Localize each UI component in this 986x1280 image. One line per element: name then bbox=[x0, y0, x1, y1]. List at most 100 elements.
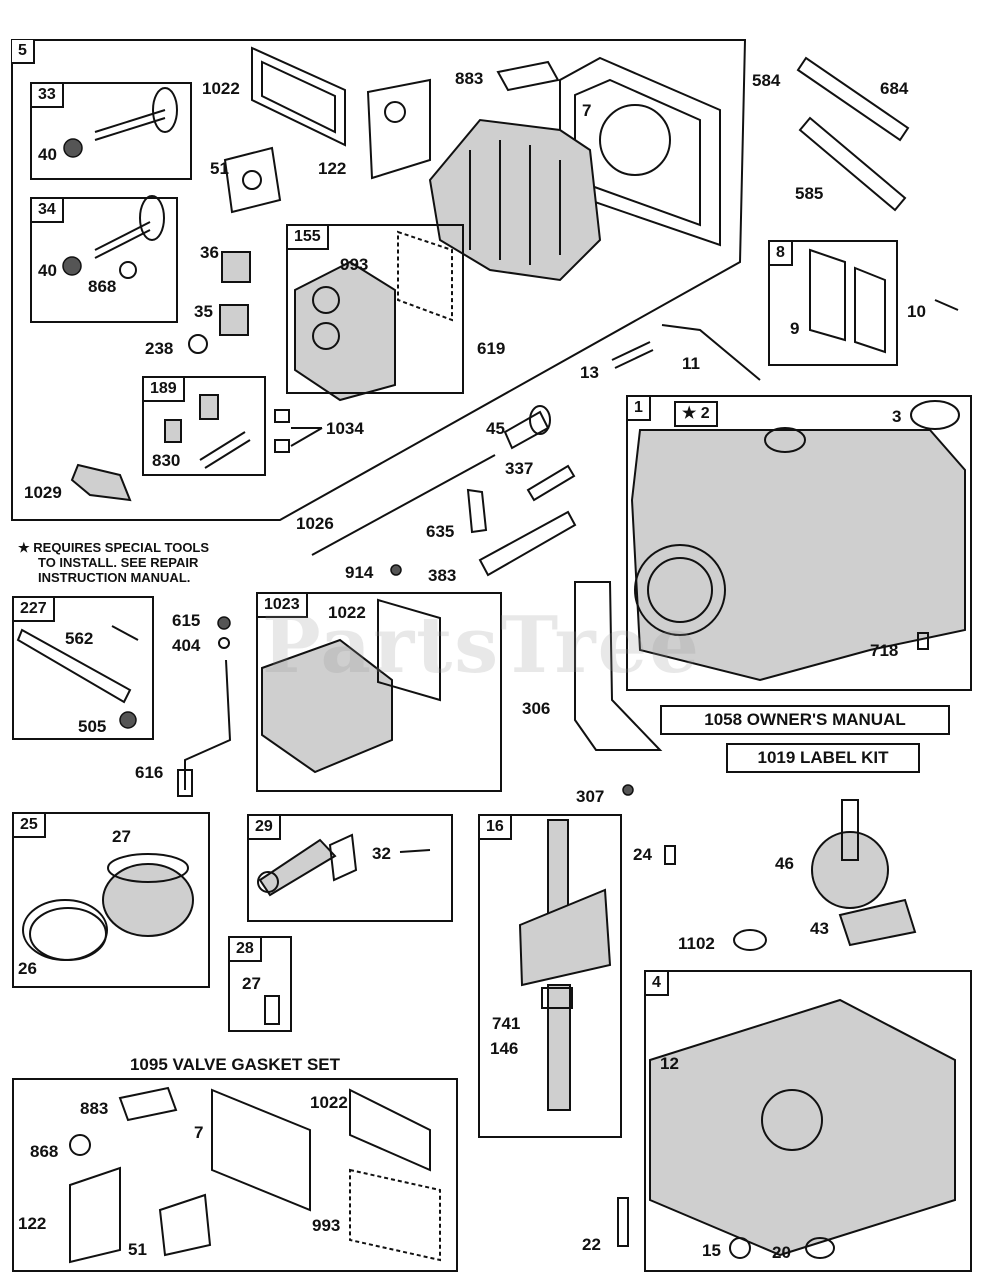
part-label: 1022 bbox=[310, 1093, 348, 1112]
box-155-tag: 155 bbox=[288, 226, 329, 250]
part-label: 122 bbox=[18, 1214, 47, 1233]
part-label: 26 bbox=[18, 959, 37, 978]
box-1-tag: 1 bbox=[628, 397, 651, 421]
part-label: 883 bbox=[80, 1099, 109, 1118]
part-label: 36 bbox=[200, 243, 219, 262]
rocker-arm-189-icon bbox=[199, 431, 251, 469]
rocker-585-icon bbox=[798, 116, 907, 212]
box-34-tag: 34 bbox=[32, 199, 64, 223]
breather-cover-icon bbox=[854, 266, 886, 354]
part-label: 43 bbox=[810, 919, 829, 938]
watermark: PartsTree bbox=[262, 600, 701, 691]
part-label: 51 bbox=[128, 1240, 147, 1259]
part-label: 45 bbox=[486, 419, 505, 438]
compression-release-icon bbox=[838, 898, 917, 947]
part-label: 1026 bbox=[296, 514, 334, 533]
special-tools-note: ★ REQUIRES SPECIAL TOOLS TO INSTALL. SEE… bbox=[18, 540, 209, 585]
part-label: 883 bbox=[455, 69, 484, 88]
head-gasket-7-icon bbox=[559, 56, 721, 247]
part-label: 146 bbox=[490, 1039, 519, 1058]
part-label: 562 bbox=[65, 629, 94, 648]
box-25: 25 bbox=[12, 812, 210, 988]
cam-gear-icon bbox=[811, 831, 889, 909]
box-189-tag: 189 bbox=[144, 378, 185, 402]
spring-36-icon bbox=[221, 251, 251, 283]
part-label: 741 bbox=[492, 1014, 521, 1033]
box-5-tag: 5 bbox=[12, 40, 35, 64]
part-label: 585 bbox=[795, 184, 824, 203]
box-189: 189 bbox=[142, 376, 266, 476]
part-label: 7 bbox=[582, 101, 592, 120]
part-label: 46 bbox=[775, 854, 794, 873]
part-label: 383 bbox=[428, 566, 457, 585]
bracket-306-icon bbox=[574, 581, 663, 751]
box-4: 4 bbox=[644, 970, 972, 1272]
box-33-tag: 33 bbox=[32, 84, 64, 108]
box-2-star-tag: ★ 2 bbox=[674, 401, 718, 427]
box-8: 8 bbox=[768, 240, 898, 366]
part-label: 830 bbox=[152, 451, 181, 470]
owners-manual-banner: 1058 OWNER'S MANUAL bbox=[660, 705, 950, 735]
part-label: 122 bbox=[318, 159, 347, 178]
spring-35-icon bbox=[219, 304, 249, 336]
part-label: 307 bbox=[576, 787, 605, 806]
box-4-tag: 4 bbox=[646, 972, 669, 996]
crankcase-cover-icon bbox=[649, 998, 956, 1257]
part-label: 868 bbox=[30, 1142, 59, 1161]
part-label: 1034 bbox=[326, 419, 364, 438]
part-label: 7 bbox=[194, 1123, 204, 1142]
box-227: 227 bbox=[12, 596, 154, 740]
group-5-outline bbox=[11, 39, 747, 521]
note-line-1: ★ REQUIRES SPECIAL TOOLS bbox=[18, 540, 210, 555]
box-33: 33 bbox=[30, 82, 192, 180]
breather-plate-icon bbox=[294, 260, 396, 402]
rocker-584-icon bbox=[796, 56, 910, 142]
gasket-883-icon bbox=[496, 60, 560, 92]
part-label: 20 bbox=[772, 1243, 791, 1262]
box-25-tag: 25 bbox=[14, 814, 46, 838]
part-label: 1022 bbox=[328, 603, 366, 622]
box-1023: 1023 bbox=[256, 592, 502, 792]
part-label: 584 bbox=[752, 71, 781, 90]
box-28: 28 bbox=[228, 936, 292, 1032]
bolt-13-icon bbox=[611, 341, 654, 369]
part-label: 684 bbox=[880, 79, 909, 98]
oil-seal-icon bbox=[733, 929, 767, 951]
part-label: 238 bbox=[145, 339, 174, 358]
box-16: 16 bbox=[478, 814, 622, 1138]
gasket-set-883-icon bbox=[118, 1086, 178, 1122]
box-34: 34 bbox=[30, 197, 178, 323]
part-label: 914 bbox=[345, 563, 374, 582]
valve-gasket-set-banner: 1095 VALVE GASKET SET bbox=[12, 1052, 458, 1080]
part-label: 993 bbox=[312, 1216, 341, 1235]
part-label: 306 bbox=[522, 699, 551, 718]
piston-pin-icon bbox=[264, 995, 280, 1025]
piston-icon bbox=[102, 863, 194, 937]
box-16-tag: 16 bbox=[480, 816, 512, 840]
box-29: 29 bbox=[247, 814, 453, 922]
part-label: 1029 bbox=[24, 483, 62, 502]
cylinder-head-icon bbox=[428, 118, 602, 282]
breather-tube-icon bbox=[661, 324, 761, 381]
part-label: 40 bbox=[38, 145, 57, 164]
part-label: 9 bbox=[790, 319, 800, 338]
part-label: 337 bbox=[505, 459, 534, 478]
valve-cover-gasket-icon bbox=[251, 46, 346, 147]
part-label: 27 bbox=[242, 974, 261, 993]
part-label: 718 bbox=[870, 641, 899, 660]
part-label: 15 bbox=[702, 1241, 721, 1260]
part-label: 615 bbox=[172, 611, 201, 630]
shroud-1029-icon bbox=[70, 463, 132, 502]
part-label: 22 bbox=[582, 1235, 601, 1254]
part-label: 32 bbox=[372, 844, 391, 863]
part-label: 616 bbox=[135, 763, 164, 782]
part-label: 40 bbox=[38, 261, 57, 280]
box-8-tag: 8 bbox=[770, 242, 793, 266]
box-28-tag: 28 bbox=[230, 938, 262, 962]
valve-cover-icon bbox=[261, 638, 393, 774]
label-kit-banner: 1019 LABEL KIT bbox=[726, 743, 920, 773]
part-label: 11 bbox=[682, 354, 700, 373]
note-line-3: INSTRUCTION MANUAL. bbox=[38, 570, 191, 585]
